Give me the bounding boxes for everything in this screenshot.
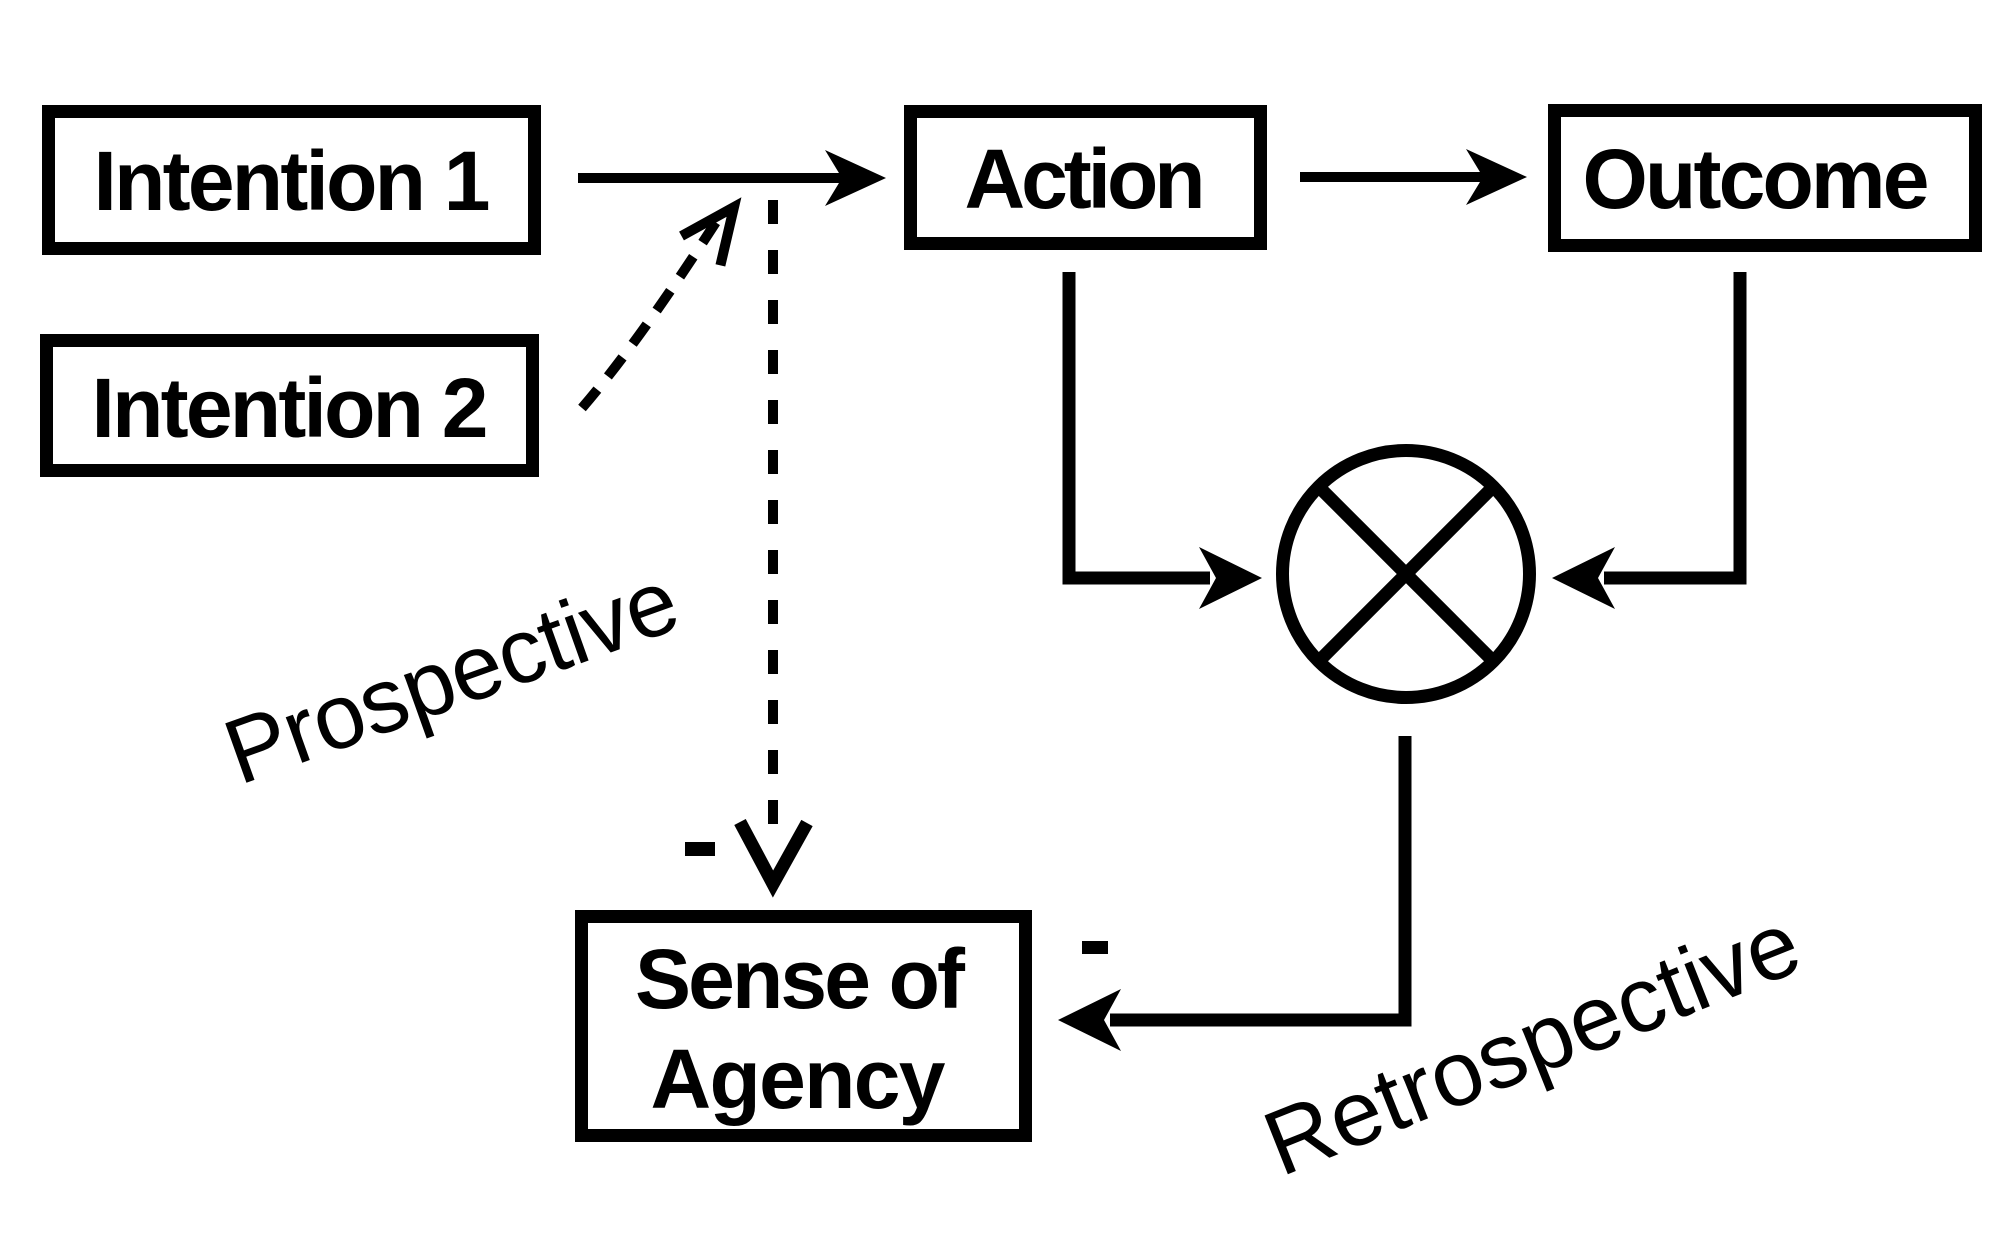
svg-text:Intention 1: Intention 1: [94, 134, 491, 228]
svg-text:Action: Action: [965, 132, 1206, 226]
svg-text:Agency: Agency: [651, 1032, 946, 1126]
svg-text:Outcome: Outcome: [1583, 132, 1930, 226]
svg-text:Intention 2: Intention 2: [92, 361, 489, 455]
svg-text:Sense of: Sense of: [635, 932, 966, 1026]
